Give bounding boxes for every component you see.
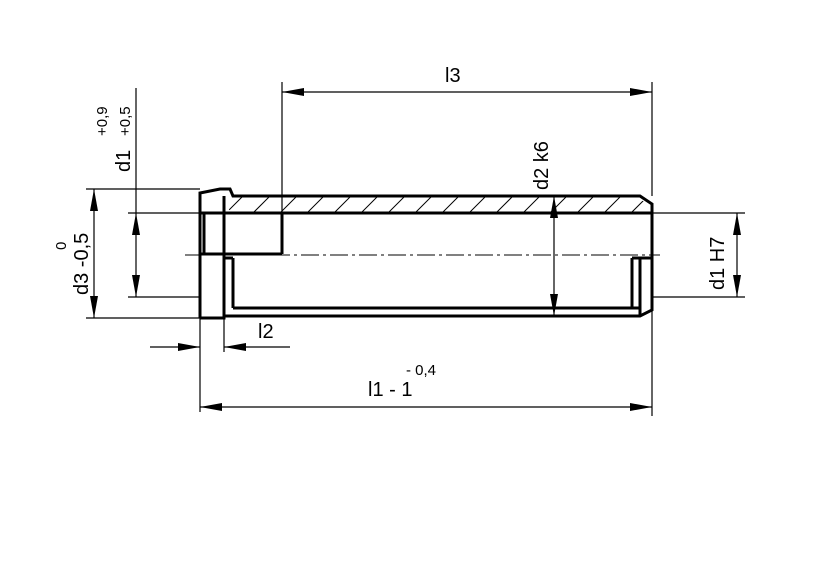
label-d1-left-tol-upper: +0,9 <box>94 106 111 136</box>
dimension-d1-left: d1 +0,9 +0,5 <box>94 88 200 298</box>
hatch-line <box>414 196 433 213</box>
hatch-line <box>603 196 622 213</box>
label-l1-tol: - 0,4 <box>406 362 436 379</box>
label-l1: l1 - 1 <box>368 379 412 401</box>
label-d1-left: d1 <box>113 150 135 172</box>
label-d3: d3 -0,5 <box>71 233 93 295</box>
label-l3: l3 <box>445 65 461 87</box>
label-d3-tol-upper: 0 <box>53 242 70 250</box>
part-outline <box>198 187 654 320</box>
section-hatching <box>225 196 675 213</box>
hatch-line <box>279 196 298 213</box>
dimension-l3: l3 <box>281 65 653 254</box>
label-l2: l2 <box>258 321 274 343</box>
hatch-line <box>387 196 406 213</box>
hatch-line <box>658 196 675 213</box>
hatch-line <box>360 196 379 213</box>
hatch-line <box>522 196 541 213</box>
dimension-l1: l1 - 1 - 0,4 <box>200 310 653 416</box>
hatch-line <box>225 196 244 213</box>
dimension-d3: d3 -0,5 0 <box>53 188 200 319</box>
hatch-line <box>252 196 271 213</box>
dimension-l2: l2 <box>150 318 290 412</box>
label-d1-right: d1 H7 <box>707 237 729 290</box>
hatch-line <box>441 196 460 213</box>
dimension-d1-right: d1 H7 <box>652 212 745 298</box>
dimension-d2: d2 k6 <box>531 141 558 316</box>
label-d2: d2 k6 <box>531 141 553 190</box>
hatch-line <box>576 196 595 213</box>
hatch-line <box>306 196 325 213</box>
hatch-line <box>495 196 514 213</box>
label-d1-left-tol-lower: +0,5 <box>117 106 134 136</box>
hatch-line <box>468 196 487 213</box>
hatch-line <box>333 196 352 213</box>
